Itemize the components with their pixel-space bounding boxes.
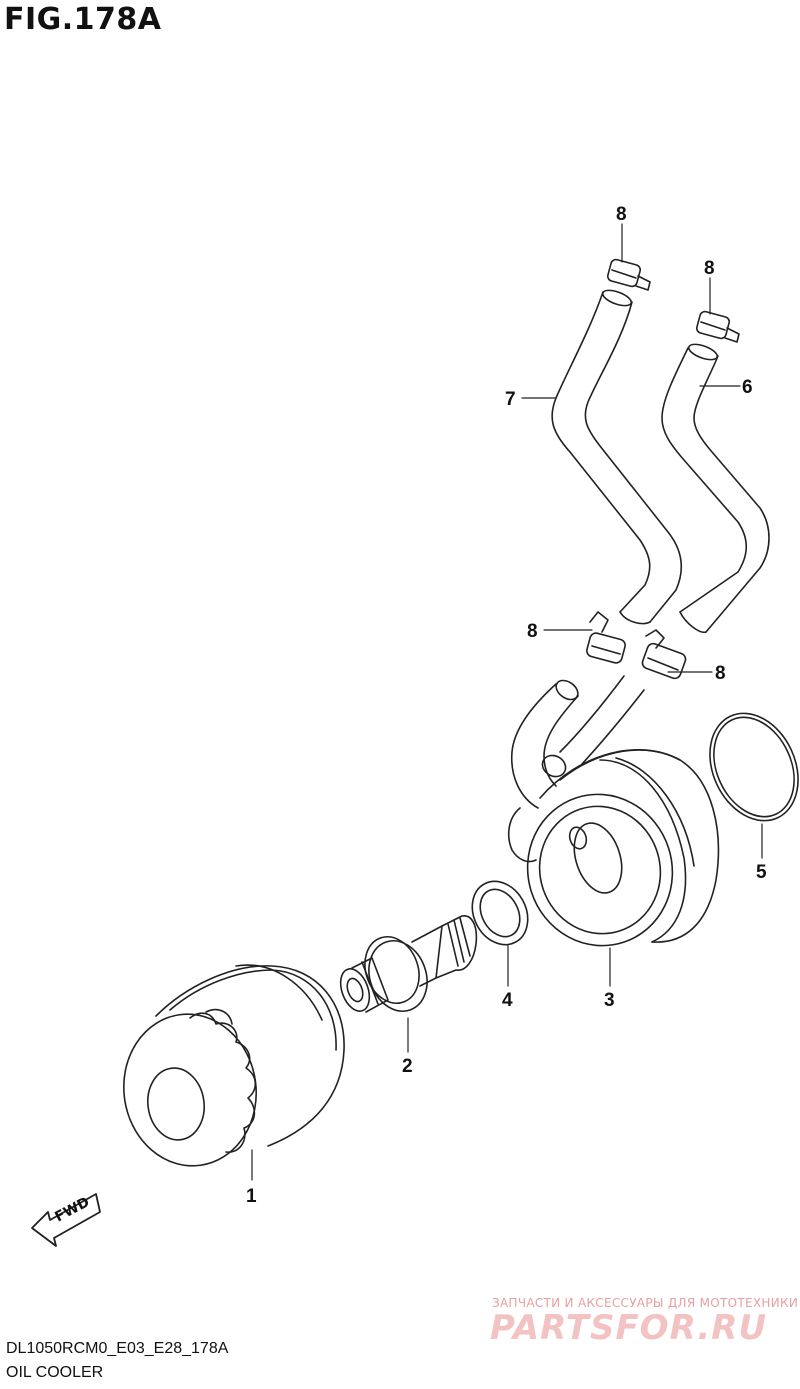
- section-name: OIL COOLER: [6, 1364, 104, 1381]
- gasket-washer: [471, 880, 529, 946]
- callout-8-bottom-left: 8: [527, 621, 538, 642]
- diagram-code: DL1050RCM0_E03_E28_178A: [6, 1340, 229, 1357]
- o-ring: [709, 712, 799, 822]
- hose-clamp-top-left: [606, 258, 651, 291]
- callout-1: 1: [246, 1186, 257, 1207]
- watermark-subtitle: ЗАПЧАСТИ И АКСЕССУАРЫ ДЛЯ МОТОТЕХНИКИ: [492, 1296, 799, 1310]
- union-bolt: [339, 915, 478, 1013]
- cooler-inlet-pipes: [510, 675, 645, 809]
- callout-8-top-left: 8: [616, 204, 627, 225]
- callout-6: 6: [742, 377, 753, 398]
- oil-cooler: [507, 749, 720, 947]
- oil-filter: [122, 964, 345, 1167]
- callout-7: 7: [505, 389, 516, 410]
- hose-7: [551, 289, 683, 625]
- callout-4: 4: [502, 990, 513, 1011]
- callout-5: 5: [756, 862, 767, 883]
- hose-clamp-top-right: [695, 310, 740, 343]
- callout-8-top-right: 8: [704, 258, 715, 279]
- fwd-arrow-icon: FWD: [31, 1193, 101, 1247]
- figure-title: FIG.178A: [4, 2, 162, 37]
- watermark-logo: PARTSFOR.RU: [490, 1308, 768, 1348]
- callout-2: 2: [402, 1056, 413, 1077]
- callout-3: 3: [604, 990, 615, 1011]
- hose-clamp-bottom-right: [641, 629, 687, 680]
- callout-8-bottom-right: 8: [715, 663, 726, 684]
- hose-clamp-bottom-left: [586, 611, 626, 664]
- hose-6: [661, 343, 770, 634]
- leader-lines: [251, 223, 763, 1181]
